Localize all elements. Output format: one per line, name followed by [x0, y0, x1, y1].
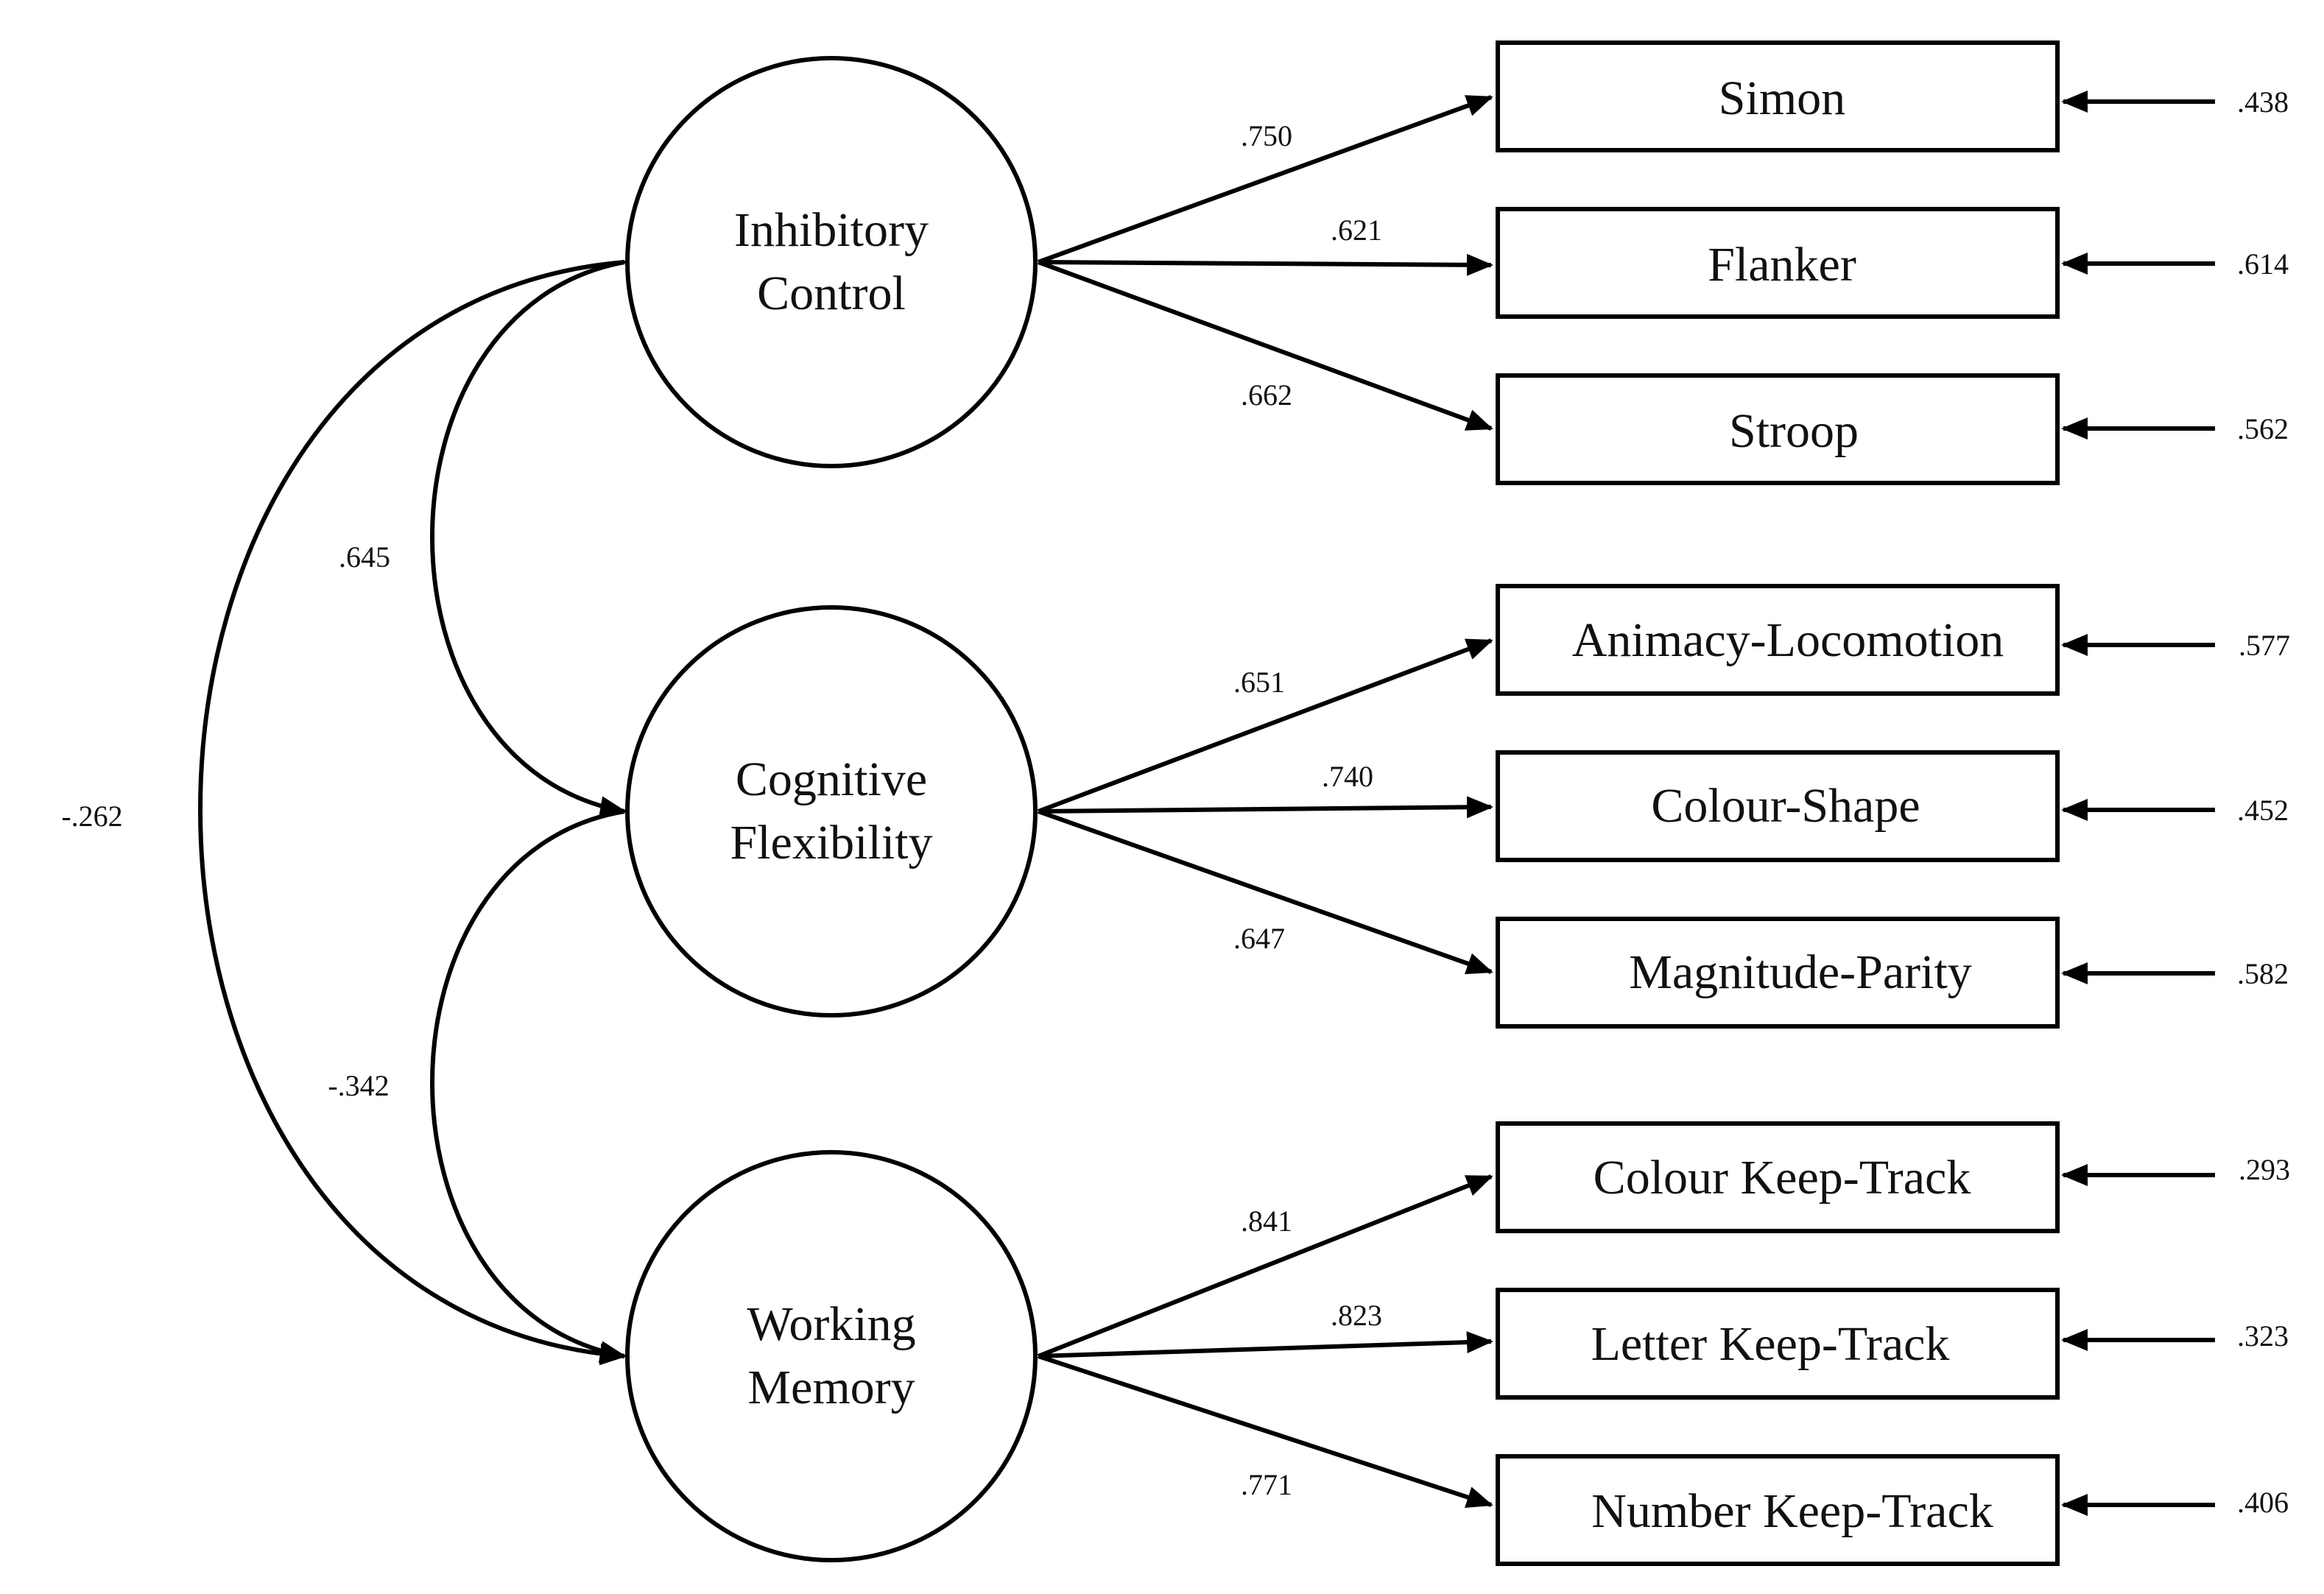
loading-path-letterkt — [1038, 1331, 1493, 1358]
latent-circle — [625, 56, 1038, 468]
error-label-stroop: .562 — [2237, 412, 2289, 445]
latent-label-line-1: Inhibitory — [734, 203, 929, 257]
indicator-stroop: Stroop — [1496, 373, 2060, 485]
error-label-colourshape: .452 — [2237, 794, 2289, 827]
indicator-label: Number Keep-Track — [1591, 1484, 1993, 1538]
error-label-animacy: .577 — [2239, 629, 2290, 662]
loading-path-colourkt — [1037, 1174, 1493, 1358]
latent-label-line-2: Flexibility — [730, 816, 932, 870]
indicator-label: Animacy-Locomotion — [1572, 613, 2004, 667]
latent-circle — [625, 605, 1038, 1018]
latent-circle — [625, 1150, 1038, 1562]
indicator-letter-keep-track: Letter Keep-Track — [1496, 1288, 2060, 1400]
indicator-magnitude-parity: Magnitude-Parity — [1496, 917, 2060, 1029]
loading-label-letterkt: .823 — [1331, 1299, 1382, 1332]
correlation-arc-cf-wm — [430, 796, 651, 1363]
indicator-label: Magnitude-Parity — [1629, 945, 1972, 999]
indicator-box — [1496, 750, 2060, 862]
error-label-letterkt: .323 — [2237, 1319, 2289, 1353]
indicator-box — [1496, 1121, 2060, 1233]
loading-label-numberkt: .771 — [1241, 1468, 1292, 1501]
correlation-arc-ic-wm — [198, 249, 650, 1366]
loading-paths — [1037, 95, 1493, 1508]
error-label-magnitude: .582 — [2237, 957, 2289, 990]
indicator-label: Stroop — [1729, 404, 1859, 458]
loading-label-animacy: .651 — [1233, 666, 1285, 699]
indicator-label: Flanker — [1708, 238, 1856, 292]
indicator-box — [1496, 584, 2060, 696]
loading-path-stroop — [1037, 260, 1493, 431]
indicator-label: Simon — [1719, 71, 1845, 125]
loading-path-flanker — [1038, 253, 1493, 276]
indicator-label: Letter Keep-Track — [1591, 1317, 1950, 1371]
indicator-box — [1496, 40, 2060, 152]
correlation-label-ic-cf: .645 — [339, 540, 390, 574]
error-label-colourkt: .293 — [2239, 1153, 2290, 1186]
indicator-colour-keep-track: Colour Keep-Track — [1496, 1121, 2060, 1233]
loading-label-flanker: .621 — [1331, 214, 1382, 247]
loading-label-magnitude: .647 — [1233, 922, 1285, 955]
error-label-simon: .438 — [2237, 85, 2289, 119]
correlation-label-ic-wm: -.262 — [61, 800, 122, 833]
loading-path-magnitude — [1037, 809, 1493, 975]
loading-label-simon: .750 — [1241, 119, 1292, 152]
indicator-animacy-locomotion: Animacy-Locomotion — [1496, 584, 2060, 696]
indicator-box — [1496, 207, 2060, 319]
latent-label-line-1: Working — [747, 1297, 915, 1351]
latent-label-line-2: Control — [757, 267, 906, 320]
loading-label-stroop: .662 — [1241, 378, 1292, 412]
correlation-arcs — [198, 247, 651, 1366]
latent-label-line-2: Memory — [747, 1361, 915, 1414]
loading-path-simon — [1037, 95, 1493, 264]
indicator-label: Colour Keep-Track — [1594, 1151, 1971, 1205]
loading-label-colourkt: .841 — [1241, 1205, 1292, 1238]
error-label-numberkt: .406 — [2237, 1486, 2289, 1519]
indicator-flanker: Flanker — [1496, 207, 2060, 319]
loading-path-colourshape — [1038, 796, 1493, 819]
correlation-arc-ic-cf — [430, 247, 651, 818]
indicator-number-keep-track: Number Keep-Track — [1496, 1454, 2060, 1566]
loading-label-colourshape: .740 — [1322, 760, 1373, 793]
indicator-label: Colour-Shape — [1651, 779, 1920, 833]
latent-cognitive-flexibility: Cognitive Flexibility — [625, 605, 1038, 1018]
latent-label-line-1: Cognitive — [736, 752, 927, 806]
indicator-box — [1496, 373, 2060, 485]
correlation-label-cf-wm: -.342 — [328, 1069, 389, 1102]
indicator-colour-shape: Colour-Shape — [1496, 750, 2060, 862]
loading-path-numberkt — [1038, 1354, 1493, 1508]
indicator-box — [1496, 1454, 2060, 1566]
error-arrows — [2061, 91, 2215, 1516]
error-label-flanker: .614 — [2237, 247, 2289, 281]
latent-working-memory: Working Memory — [625, 1150, 1038, 1562]
loading-path-animacy — [1037, 638, 1493, 814]
indicator-box — [1496, 917, 2060, 1029]
indicator-simon: Simon — [1496, 40, 2060, 152]
indicator-box — [1496, 1288, 2060, 1400]
latent-inhibitory-control: Inhibitory Control — [625, 56, 1038, 468]
